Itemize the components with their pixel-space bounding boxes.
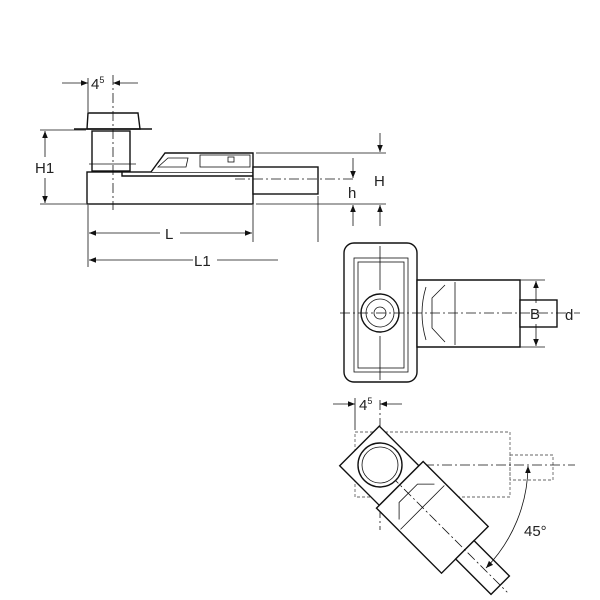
d-label: d <box>565 307 573 324</box>
side-view-body <box>74 75 355 210</box>
side-view: 45 H1 L L1 H h <box>35 75 386 270</box>
dimension-offset-rotated: 45 <box>333 396 402 430</box>
l1-label: L1 <box>194 253 211 270</box>
dimension-h1: H1 <box>35 129 86 205</box>
h1-label: H1 <box>35 160 54 177</box>
dimension-b: B d <box>520 279 573 348</box>
rotated-offset-label: 45 <box>359 396 372 414</box>
angle-label: 45° <box>524 523 547 540</box>
b-label: B <box>530 306 540 323</box>
rotated-body <box>338 425 511 596</box>
dimension-offset-top: 45 <box>62 75 138 112</box>
dimension-angle: 45° <box>485 465 547 569</box>
l-label: L <box>165 226 173 243</box>
small-h-label: h <box>348 185 356 202</box>
rotated-view: 45 45° <box>333 396 575 596</box>
big-h-label: H <box>374 173 385 190</box>
offset-label: 45 <box>91 75 104 93</box>
dimension-h: H h <box>256 133 386 226</box>
plan-view: B d <box>340 242 580 383</box>
dimension-l: L L1 <box>87 196 319 270</box>
